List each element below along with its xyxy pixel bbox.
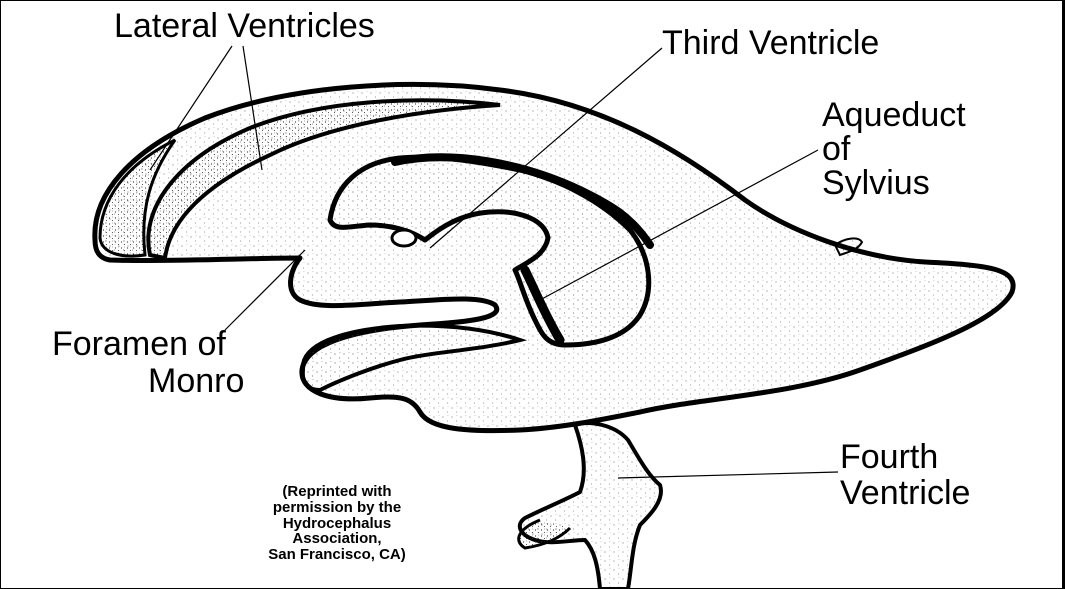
credit-line4: Association,	[232, 531, 442, 547]
label-fourth-line1: Fourth	[840, 440, 970, 476]
label-aqueduct-line1: Aqueduct	[822, 98, 966, 132]
label-foramen-line2: Monro	[52, 363, 244, 400]
label-lateral-ventricles: Lateral Ventricles	[114, 8, 375, 45]
label-aqueduct-line3: Sylvius	[822, 166, 966, 200]
label-fourth-line2: Ventricle	[840, 476, 970, 512]
credit-line1: (Reprinted with	[232, 484, 442, 500]
label-third-ventricle: Third Ventricle	[662, 25, 879, 62]
label-foramen: Foramen of Monro	[52, 326, 244, 401]
label-foramen-line1: Foramen of	[52, 326, 244, 363]
credit-line3: Hydrocephalus	[232, 516, 442, 532]
massa-intermedia	[392, 230, 416, 246]
credit-line2: permission by the	[232, 500, 442, 516]
label-aqueduct-line2: of	[822, 132, 966, 166]
label-fourth-ventricle: Fourth Ventricle	[840, 440, 970, 511]
credit-line5: San Francisco, CA)	[232, 547, 442, 563]
reprint-credit: (Reprinted with permission by the Hydroc…	[232, 484, 442, 563]
label-aqueduct: Aqueduct of Sylvius	[822, 98, 966, 200]
